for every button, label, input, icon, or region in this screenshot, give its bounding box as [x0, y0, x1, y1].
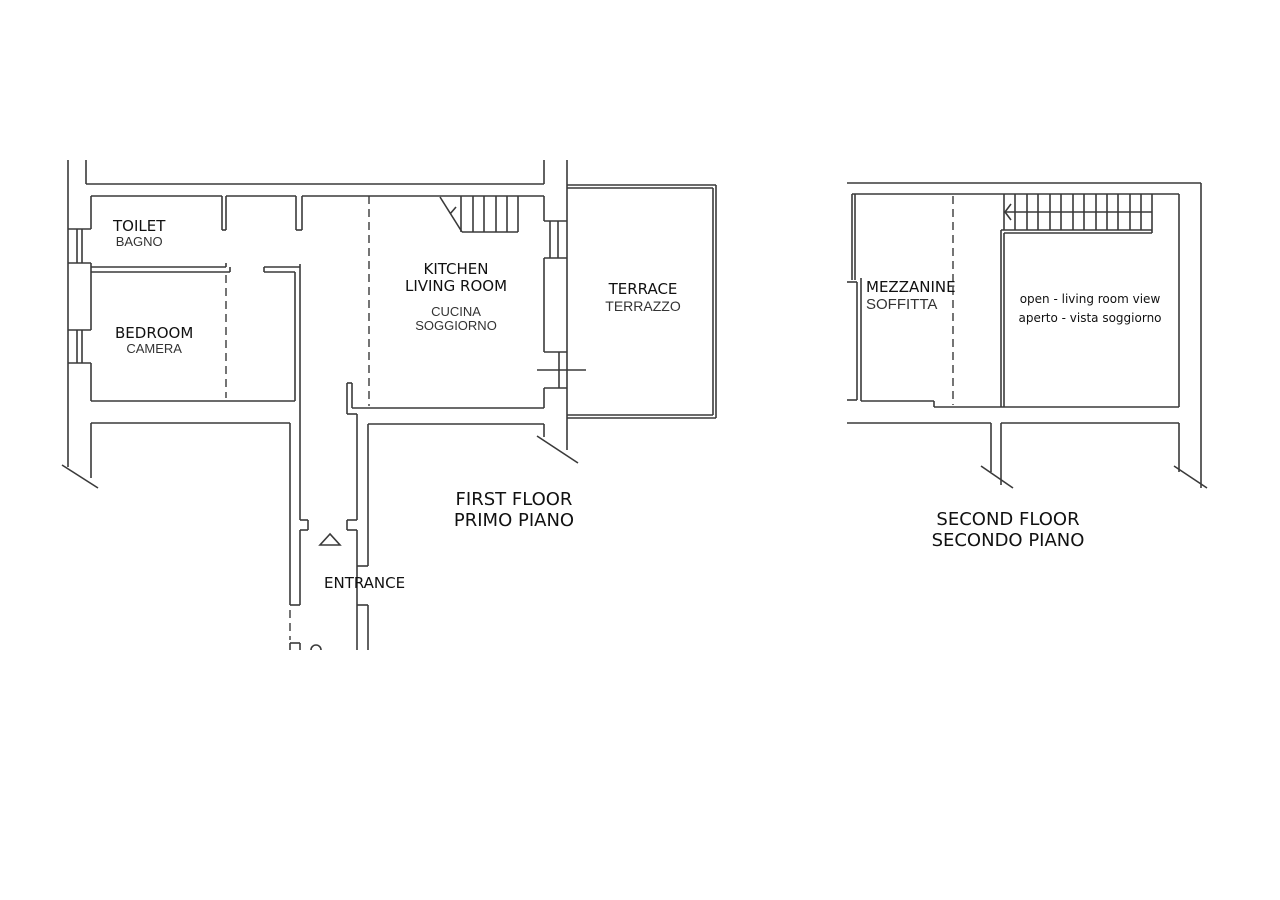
- floor-title-it: SECONDO PIANO: [931, 529, 1085, 551]
- room-name-it: CUCINA: [431, 303, 481, 319]
- room-label-toilet: TOILET BAGNO: [113, 217, 166, 250]
- floor-title-first: FIRST FLOOR PRIMO PIANO: [444, 489, 584, 531]
- room-label-open-view: open - living room view aperto - vista s…: [1010, 290, 1170, 328]
- room-name-en-2: LIVING ROOM: [404, 277, 508, 296]
- floor-title-second: SECOND FLOOR SECONDO PIANO: [918, 509, 1098, 551]
- room-label-bedroom: BEDROOM CAMERA: [115, 324, 194, 357]
- room-label-terrace: TERRACE TERRAZZO: [604, 280, 682, 315]
- first-floor-walls: [61, 160, 717, 651]
- floor-title-en: FIRST FLOOR: [455, 489, 573, 510]
- room-name-en: ENTRANCE: [324, 574, 406, 592]
- room-name-it: SOFFITTA: [866, 296, 938, 314]
- room-name-en: TOILET: [113, 217, 166, 235]
- room-name-it-2: SOGGIORNO: [415, 318, 497, 334]
- room-note-it: aperto - vista soggiorno: [1018, 311, 1162, 326]
- floor-title-en: SECOND FLOOR: [936, 509, 1080, 530]
- room-label-entrance: ENTRANCE: [324, 574, 406, 592]
- floor-title-it: PRIMO PIANO: [453, 509, 575, 531]
- room-note-en: open - living room view: [1019, 292, 1161, 306]
- room-name-en: KITCHEN: [423, 260, 489, 278]
- room-name-en: MEZZANINE: [866, 278, 956, 296]
- room-name-en: TERRACE: [608, 280, 678, 298]
- room-name-it: CAMERA: [126, 341, 182, 357]
- room-name-en: BEDROOM: [115, 324, 194, 342]
- second-floor-walls: [847, 182, 1208, 489]
- room-name-it: BAGNO: [115, 234, 163, 250]
- room-label-mezzanine: MEZZANINE SOFFITTA: [866, 278, 956, 314]
- room-name-it: TERRAZZO: [605, 298, 681, 315]
- room-label-kitchen: KITCHEN LIVING ROOM CUCINA SOGGIORNO: [392, 260, 520, 334]
